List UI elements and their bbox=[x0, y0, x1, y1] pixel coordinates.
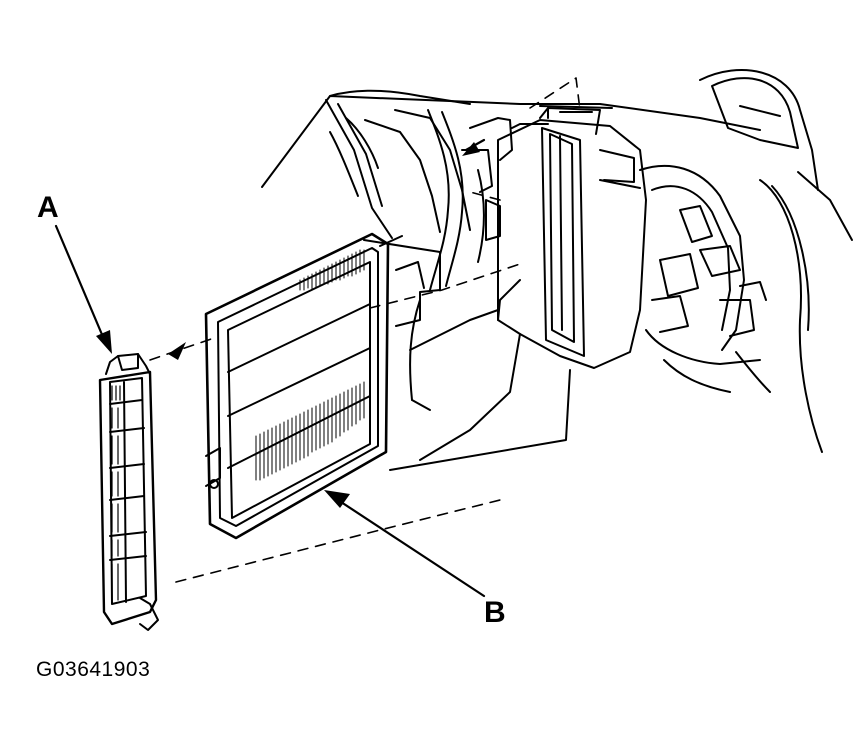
lid-slat-shading bbox=[111, 385, 121, 601]
callout-arrows bbox=[54, 138, 486, 598]
alignment-guide-lines bbox=[149, 77, 581, 583]
cabin-air-filter bbox=[204, 232, 390, 540]
figure-id: G03641903 bbox=[36, 658, 151, 681]
arrow-b-head bbox=[324, 490, 350, 508]
filter-lid bbox=[98, 353, 159, 631]
filter-pleats bbox=[255, 249, 365, 481]
filter-bracket bbox=[363, 235, 441, 327]
arrow-a-head bbox=[96, 330, 112, 354]
arrowheads bbox=[96, 142, 480, 508]
dashboard-housing bbox=[261, 69, 853, 471]
arrow-b-leader bbox=[336, 498, 486, 598]
arrow-a-leader bbox=[54, 224, 108, 346]
callout-label-b: B bbox=[484, 596, 506, 629]
callout-label-a: A bbox=[37, 191, 59, 224]
